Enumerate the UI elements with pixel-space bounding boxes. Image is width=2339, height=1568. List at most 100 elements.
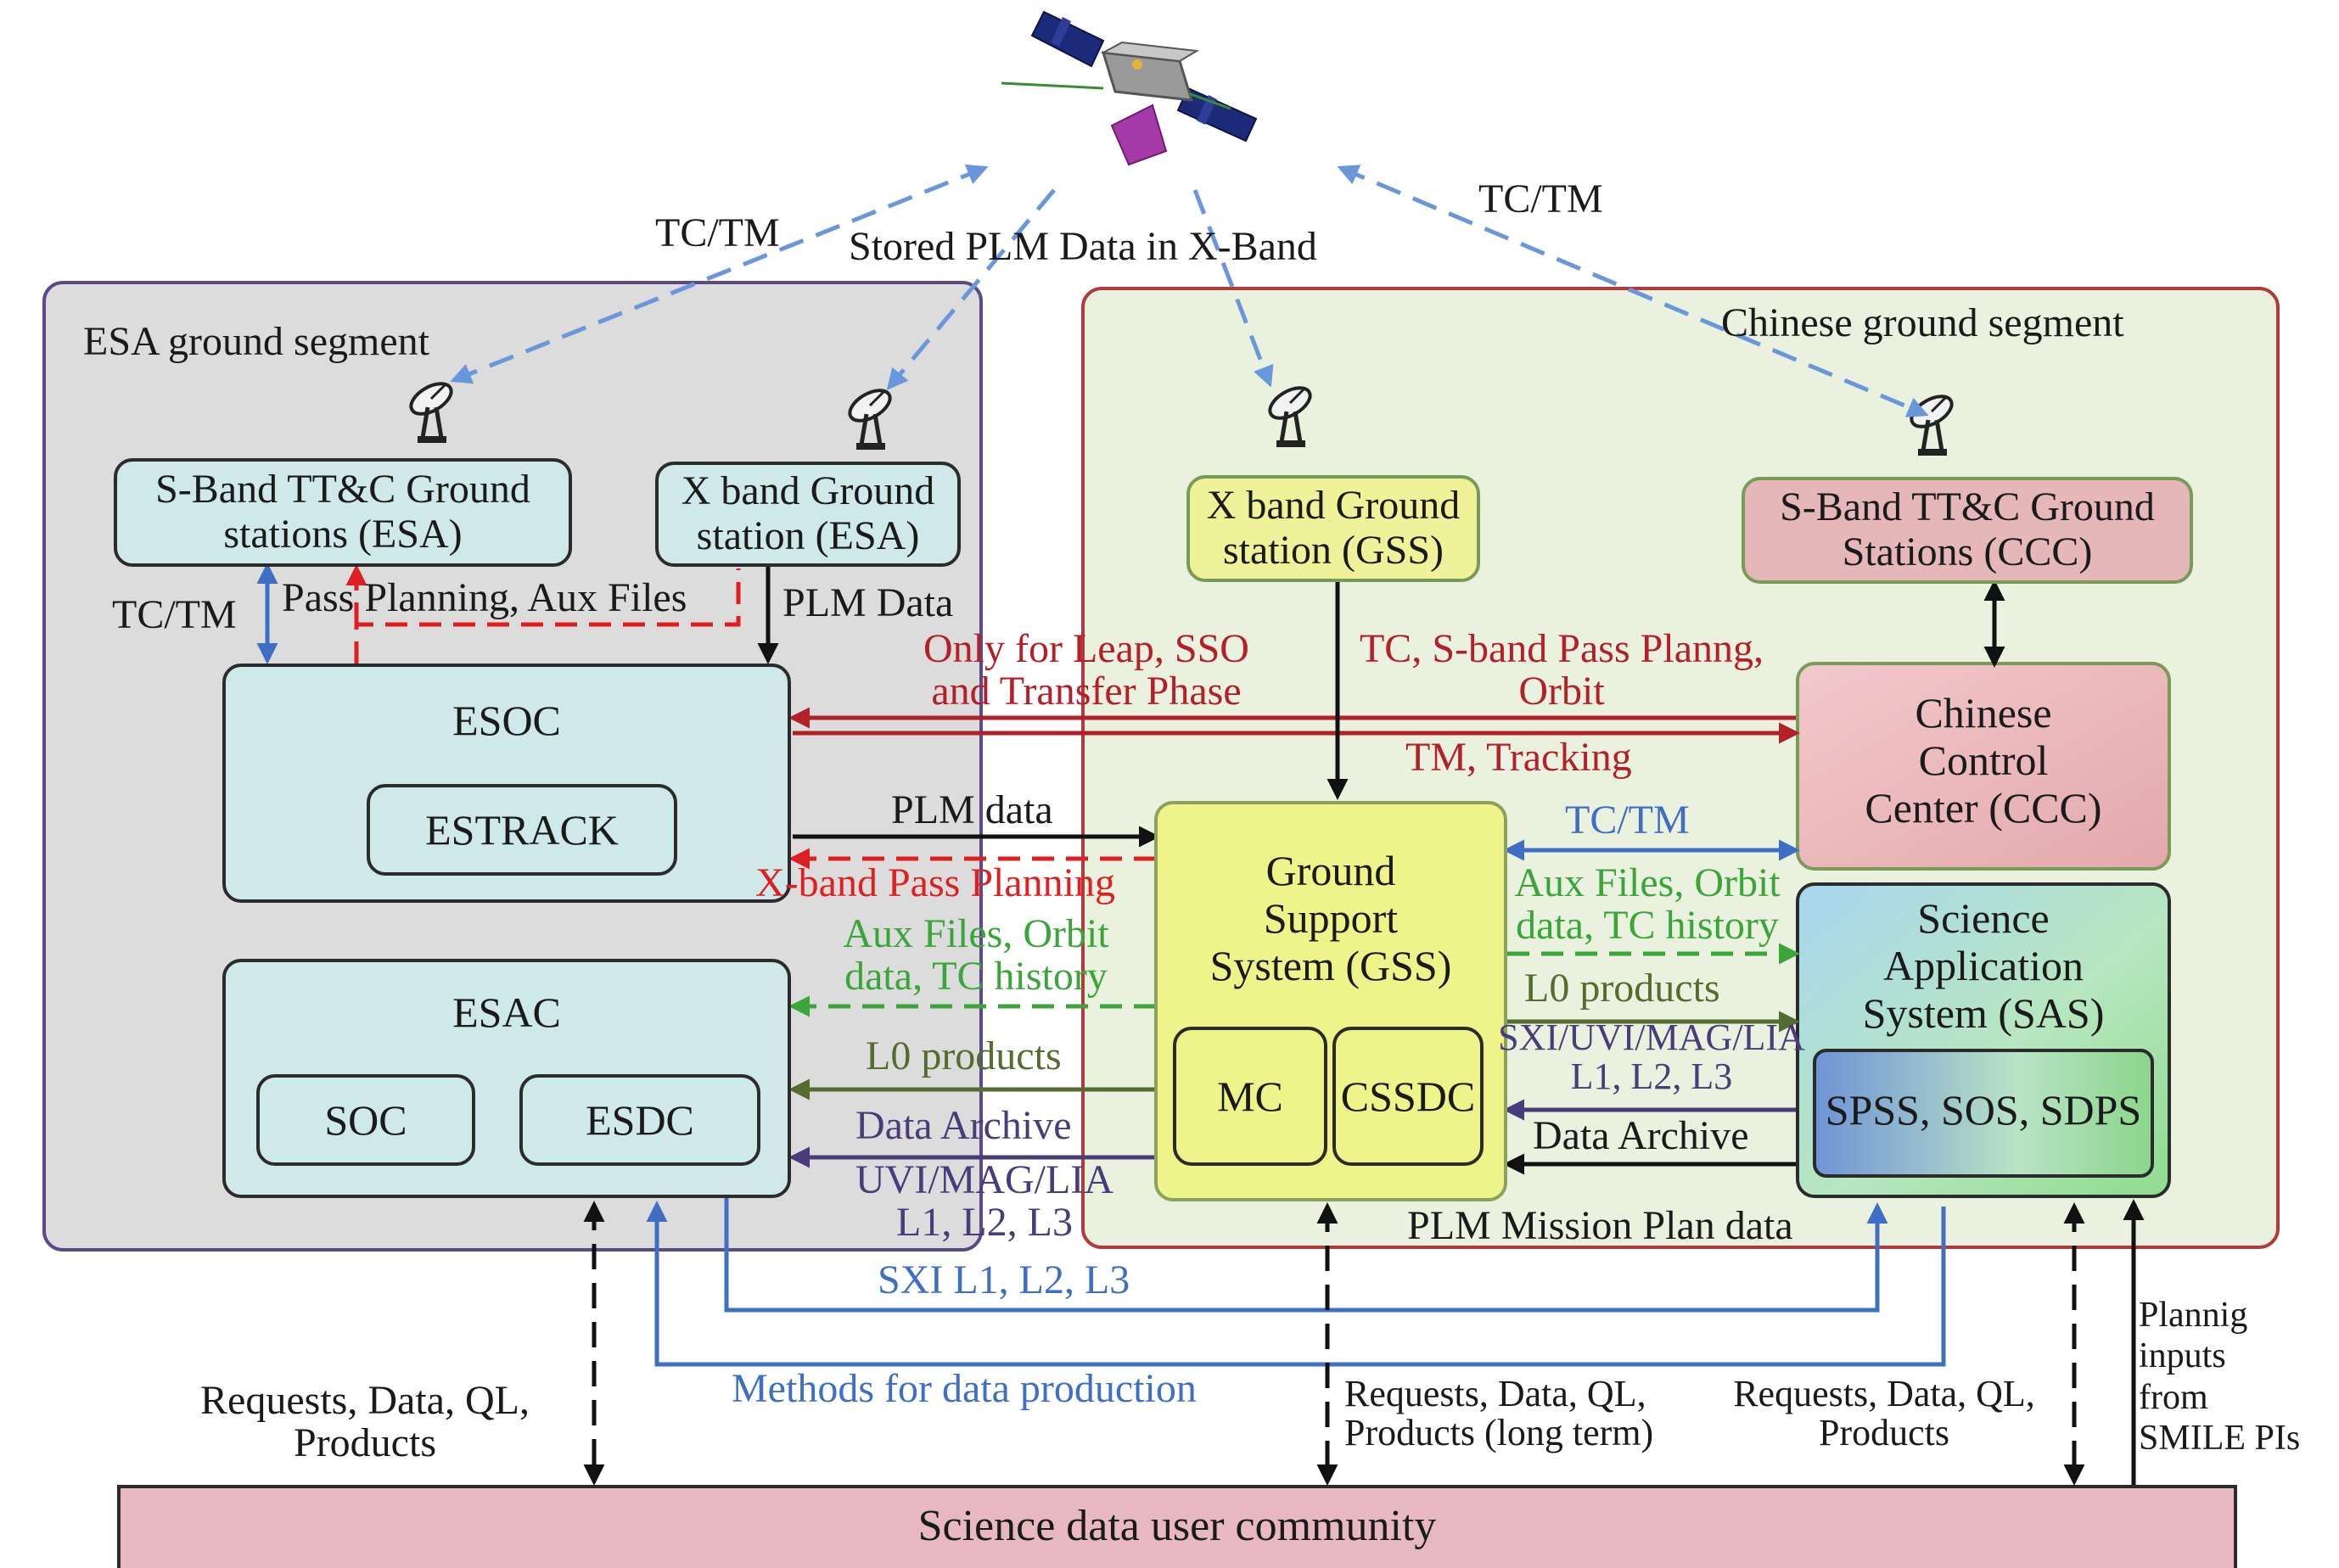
esa-sband-station-line2: stations (ESA) [223,512,463,557]
esac-box[interactable]: ESAC SOC ESDC [222,959,791,1198]
label-planning-inputs-line2: inputs [2139,1336,2226,1376]
esa-sband-station-line1: S-Band TT&C Ground [155,467,530,512]
gss-title-line1: Ground [1265,847,1396,894]
label-aux-right-line1: Aux Files, Orbit [1514,860,1781,905]
label-planning-inputs-line3: from [2139,1377,2208,1417]
community-bar [117,1485,2237,1568]
label-requests-left-line1: Requests, Data, QL, [200,1378,530,1423]
label-plm-mission-plan: PLM Mission Plan data [1407,1203,1793,1248]
sas-title-line3: System (SAS) [1862,989,2105,1037]
label-data-archive-right: Data Archive [1533,1113,1749,1158]
esac-title: ESAC [452,988,561,1036]
label-aux-left-line2: data, TC history [844,954,1108,1000]
label-tc-sband: TC, S-band Pass Planng, Orbit [1324,626,1799,714]
sas-subsystems[interactable]: SPSS, SOS, SDPS [1825,1086,2142,1134]
link-esdc-sas-sxi [724,1198,1888,1313]
gss-xband-station-line2: station (GSS) [1222,528,1444,573]
label-tm-tracking: TM, Tracking [1405,735,1632,780]
label-stored-plm: Stored PLM Data in X-Band [849,224,1317,269]
link-sas-esac-methods [646,1201,1946,1367]
label-leap-sso-line1: Only for Leap, SSO [923,626,1249,671]
label-leap-sso-line2: and Transfer Phase [931,669,1242,714]
ccc-box-bg [1796,662,2171,871]
satellite-icon [1001,10,1258,166]
label-leap-sso: Only for Leap, SSO and Transfer Phase [874,626,1299,714]
ccc-sband-station-line1: S-Band TT&C Ground [1780,484,2155,530]
label-plm-data-mid: PLM data [891,787,1053,832]
label-plm-data-top: PLM Data [782,580,954,625]
label-sxi-right-line2: L1, L2, L3 [1570,1056,1733,1098]
ccc-title-line3: Center (CCC) [1865,784,2102,832]
label-uvi-left-line1: UVI/MAG/LIA [855,1157,1113,1202]
ccc-title: Chinese Control Center (CCC) [1798,689,2169,832]
label-requests-mid-line1: Requests, Data, QL, [1344,1373,1646,1414]
label-requests-right: Requests, Data, QL, Products [1714,1373,2054,1454]
community-label: Science data user community [917,1502,1437,1550]
label-aux-left-line1: Aux Files, Orbit [843,911,1109,956]
label-pass-planning: Pass Planning, Aux Files [282,575,687,620]
label-l0-right: L0 products [1524,966,1720,1011]
ccc-title-line1: Chinese [1915,689,2052,736]
label-uvi-left: UVI/MAG/LIA L1, L2, L3 [815,1157,1154,1246]
label-tctm-esa-vertical: TC/TM [112,592,237,637]
esa-xband-station-line1: X band Ground [681,468,935,514]
link-sat-esa-sband [450,164,989,384]
label-requests-mid: Requests, Data, QL, Products (long term) [1344,1373,1654,1454]
label-tc-sband-line2: Orbit [1518,669,1605,714]
gss-title: Ground Support System (GSS) [1158,847,1504,989]
dish-icon-gss-xband [1268,386,1312,447]
link-sat-ccc-sband [1337,165,1929,417]
sas-inner-bg [1813,1049,2154,1178]
label-sxi-right: SXI/UVI/MAG/LIA L1, L2, L3 [1478,1016,1825,1098]
sas-title: Science Application System (SAS) [1798,894,2169,1037]
label-uvi-left-line2: L1, L2, L3 [896,1200,1073,1246]
gss-box[interactable]: Ground Support System (GSS) MC CSSDC [1154,801,1507,1201]
link-esoc-pass-planning [354,568,741,664]
label-aux-right-line2: data, TC history [1516,903,1779,949]
label-tctm-gss-sas: TC/TM [1565,798,1690,843]
label-aux-right: Aux Files, Orbit data, TC history [1490,860,1804,949]
label-tctm-left: TC/TM [655,210,780,255]
ccc-sband-station-line2: Stations (CCC) [1842,529,2093,574]
label-requests-right-line1: Requests, Data, QL, [1733,1373,2035,1414]
label-xband-pass: X-band Pass Planning [755,860,1115,905]
mc-box[interactable]: MC [1173,1027,1327,1166]
label-data-archive-left: Data Archive [855,1103,1072,1148]
label-sxi-right-line1: SXI/UVI/MAG/LIA [1498,1016,1805,1058]
chinese-segment-title: Chinese ground segment [1721,300,2124,345]
label-requests-left: Requests, Data, QL, Products [170,1378,560,1466]
esoc-title: ESOC [452,697,561,744]
esoc-box[interactable]: ESOC ESTRACK [222,664,791,903]
sas-title-line2: Application [1882,942,2084,989]
estrack-box[interactable]: ESTRACK [367,784,677,876]
link-sat-esa-xband [886,188,1056,390]
label-aux-left: Aux Files, Orbit data, TC history [798,911,1154,1000]
label-sxi-l123: SXI L1, L2, L3 [878,1257,1130,1302]
gss-title-line3: System (GSS) [1209,942,1452,989]
gss-xband-station-line1: X band Ground [1206,483,1461,529]
sas-title-line1: Science [1917,894,2050,942]
esdc-box[interactable]: ESDC [519,1074,760,1166]
soc-box[interactable]: SOC [256,1074,475,1166]
ccc-title-line2: Control [1918,736,2049,784]
esa-xband-station-line2: station (ESA) [696,513,920,558]
gss-title-line2: Support [1263,894,1399,942]
label-planning-inputs: Plannig inputs from SMILE PIs [2139,1295,2300,1459]
label-requests-mid-line2: Products (long term) [1344,1412,1654,1454]
esa-segment-title: ESA ground segment [83,319,429,364]
cssdc-box[interactable]: CSSDC [1332,1027,1484,1166]
label-planning-inputs-line4: SMILE PIs [2139,1418,2301,1458]
label-requests-left-line2: Products [294,1420,436,1466]
link-sat-gss-xband [1192,189,1274,388]
dish-icon-esa-xband [848,389,892,450]
label-tc-sband-line1: TC, S-band Pass Planng, [1359,626,1764,671]
dish-icon-esa-sband [409,382,453,443]
label-requests-right-line2: Products [1819,1412,1949,1454]
label-planning-inputs-line1: Plannig [2139,1296,2248,1335]
label-l0-left: L0 products [866,1033,1062,1078]
label-methods: Methods for data production [732,1366,1197,1411]
